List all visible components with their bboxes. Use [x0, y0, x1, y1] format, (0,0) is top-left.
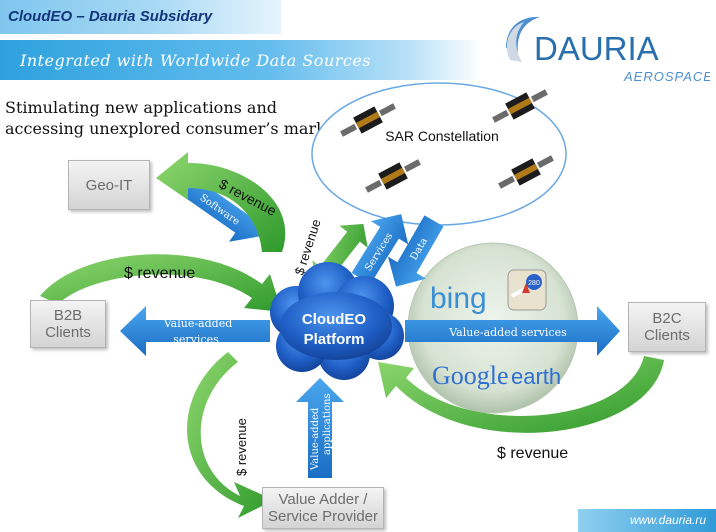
adder-revenue-label: $ revenue	[234, 418, 249, 476]
satellite-icon	[498, 155, 554, 189]
b2c-label-2: Clients	[644, 327, 690, 344]
b2b-revenue-arrow	[40, 254, 282, 312]
subtitle-banner: Integrated with Worldwide Data Sources	[0, 40, 482, 80]
adder-revenue-arrow	[187, 352, 274, 518]
value-added-applications-label-2: applications	[322, 393, 333, 455]
b2c-revenue-label: $ revenue	[497, 445, 568, 462]
platform-title-line-1: CloudEO	[302, 311, 366, 328]
geo-it-box: Geo-IT	[68, 160, 150, 210]
b2b-clients-box: B2B Clients	[30, 300, 106, 348]
tagline-line-1: Stimulating new applications and	[5, 98, 277, 117]
satellite-icon	[340, 103, 396, 137]
value-added-applications-label-1: Value-added	[310, 407, 321, 471]
b2c-label-1: B2C	[652, 310, 682, 327]
earth-logo: earth	[511, 364, 561, 389]
satellite-icon	[492, 89, 548, 123]
b2c-revenue-arrow	[378, 356, 664, 433]
b2b-label-2: Clients	[45, 324, 91, 341]
geo-it-label: Geo-IT	[85, 176, 133, 194]
value-added-services-b2b-label-2: services	[173, 333, 219, 346]
value-added-applications-arrow	[296, 378, 344, 478]
data-arrow: Data	[387, 215, 444, 287]
subsidiary-header: CloudEO – Dauria Subsidary	[0, 0, 281, 34]
logo-name: DAURIA	[534, 30, 659, 67]
google-logo: Google	[432, 361, 509, 390]
value-adder-label-1: Value Adder /	[278, 491, 368, 508]
logo-swoosh-shade-icon	[506, 22, 524, 62]
subsidiary-title: CloudEO – Dauria Subsidary	[8, 8, 213, 25]
value-adder-box: Value Adder / Service Provider	[262, 487, 384, 529]
logo-sub: AEROSPACE	[623, 69, 710, 84]
value-added-services-b2b-arrow	[120, 306, 270, 356]
tagline-line-2: accessing unexplored consumer’s market	[5, 119, 342, 138]
value-added-services-b2c-arrow	[405, 306, 620, 356]
satellite-icon	[365, 159, 421, 193]
sar-constellation-label: SAR Constellation	[385, 128, 499, 144]
cloudeo-platform-cloud	[270, 262, 404, 380]
maps-app-icon: 280	[507, 269, 547, 311]
b2c-clients-box: B2C Clients	[628, 302, 706, 352]
footer-bar: www.dauria.ru	[578, 509, 716, 532]
geoit-revenue-arrow	[156, 152, 286, 252]
value-added-services-b2b-label-1: Value-added	[163, 317, 233, 330]
value-adder-label-2: Service Provider	[267, 508, 379, 525]
value-added-services-b2c-label: Value-added services	[448, 326, 567, 339]
dauria-logo: DAURIA AEROSPACE	[506, 16, 710, 84]
maps-badge: 280	[528, 280, 540, 287]
subtitle-text: Integrated with Worldwide Data Sources	[20, 51, 372, 70]
b2b-label-1: B2B	[53, 307, 83, 324]
bing-logo: bing	[430, 282, 487, 315]
platform-title-line-2: Platform	[304, 331, 365, 348]
b2b-revenue-label: $ revenue	[124, 265, 195, 282]
footer-url: www.dauria.ru	[629, 513, 706, 527]
